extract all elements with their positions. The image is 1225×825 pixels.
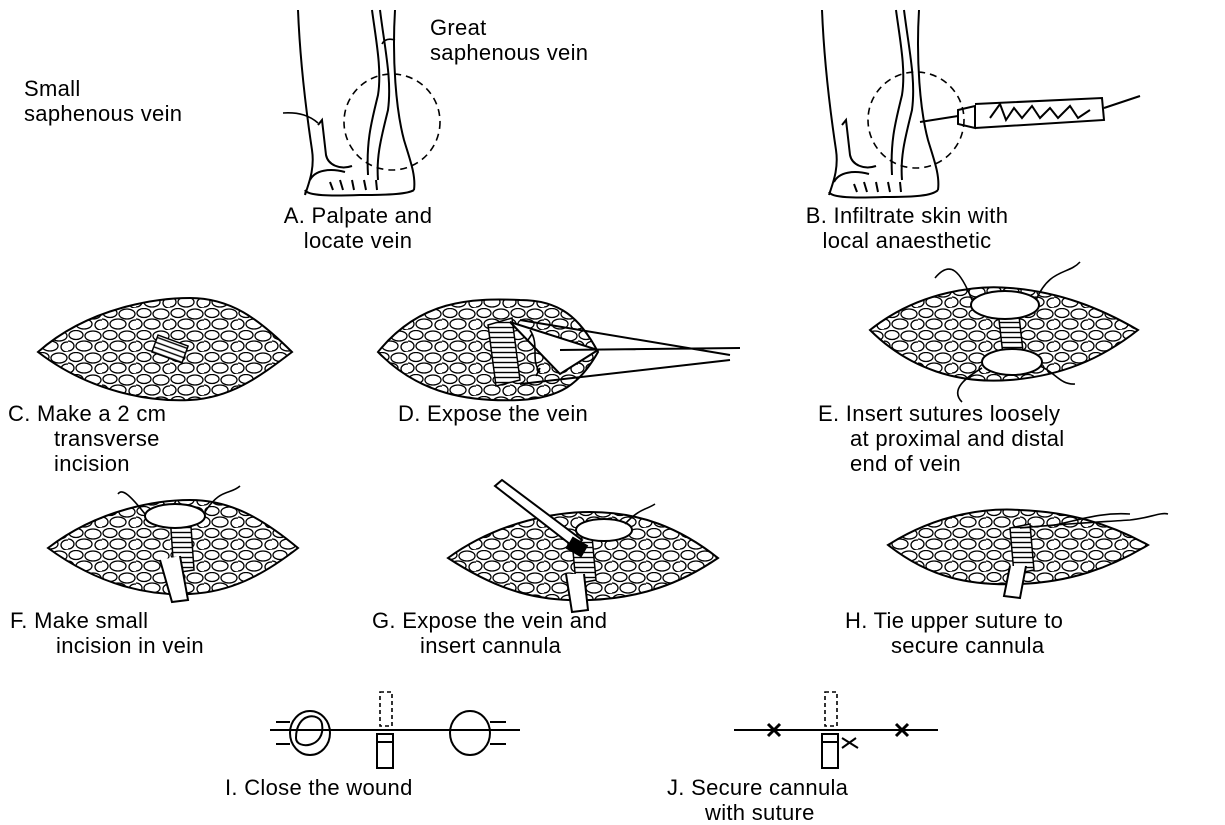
step-b-caption: B. Infiltrate skin with local anaestheti…: [742, 203, 1072, 253]
step-d-caption: D. Expose the vein: [398, 401, 588, 426]
foot-illustration-b: [822, 10, 1140, 197]
step-i-caption: I. Close the wound: [225, 775, 413, 800]
incision-illustration-h: [888, 510, 1168, 598]
foot-illustration-a: [283, 10, 440, 195]
step-f-caption: F. Make small incision in vein: [10, 608, 204, 658]
step-a-caption: A. Palpate and locate vein: [228, 203, 488, 253]
suture-cannula-illustration-j: [734, 692, 938, 768]
step-h-caption: H. Tie upper suture to secure cannula: [845, 608, 1063, 658]
wound-closure-illustration-i: [270, 692, 520, 768]
step-c-caption: C. Make a 2 cm transverse incision: [8, 401, 166, 476]
great-saphenous-vein-label: Great saphenous vein: [430, 15, 588, 65]
incision-illustration-d: [378, 300, 740, 401]
step-e-caption: E. Insert sutures loosely at proximal an…: [818, 401, 1064, 476]
small-saphenous-vein-label: Small saphenous vein: [24, 76, 182, 126]
step-g-caption: G. Expose the vein and insert cannula: [372, 608, 607, 658]
incision-illustration-f: [48, 486, 298, 602]
incision-illustration-e: [870, 262, 1138, 402]
incision-illustration-c: [38, 298, 292, 400]
incision-illustration-g: [448, 480, 718, 612]
